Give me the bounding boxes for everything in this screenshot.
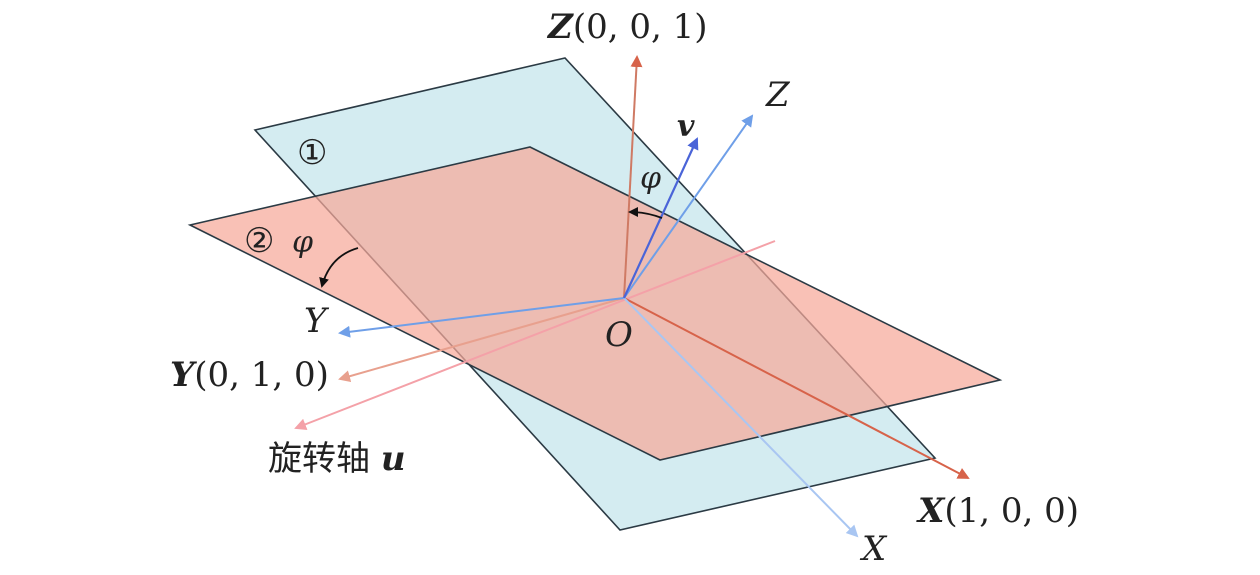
rotated-x-label: X bbox=[859, 529, 888, 569]
phi-top-label: φ bbox=[640, 161, 661, 196]
rotated-y-axis bbox=[338, 297, 625, 338]
v-label: v bbox=[677, 109, 695, 144]
rotated-x-axis bbox=[623, 297, 859, 538]
fixed-z-label: Z(0, 0, 1) bbox=[546, 7, 707, 47]
phi-left-label: φ bbox=[292, 225, 313, 260]
fixed-x-label: X(1, 0, 0) bbox=[916, 491, 1079, 531]
v-vector bbox=[623, 137, 699, 299]
plane-2-label: ② bbox=[244, 221, 274, 261]
fixed-x-axis bbox=[623, 297, 970, 479]
rotated-z-axis bbox=[623, 114, 754, 299]
rotation-axis-line bbox=[294, 240, 776, 430]
phi-arc-top bbox=[628, 207, 663, 219]
rotated-z-label: Z bbox=[765, 75, 791, 115]
origin-label: O bbox=[605, 315, 633, 355]
phi-arc-left bbox=[319, 247, 359, 288]
fixed-y-label: Y(0, 1, 0) bbox=[170, 355, 329, 395]
rotation-axis-label: 旋转轴 u bbox=[268, 439, 406, 479]
rotated-y-label: Y bbox=[304, 301, 330, 341]
plane-1-label: ① bbox=[297, 133, 327, 173]
plane-2 bbox=[187, 146, 1003, 461]
fixed-z-axis bbox=[623, 55, 643, 299]
fixed-y-axis bbox=[338, 297, 625, 383]
